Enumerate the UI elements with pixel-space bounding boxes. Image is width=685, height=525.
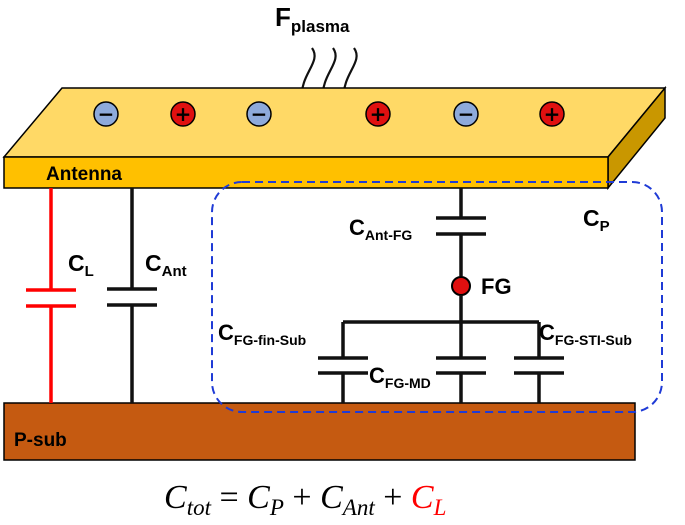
- fin-sub-label: CFG-fin-Sub: [218, 320, 306, 348]
- antenna-charges: − + − + − +: [93, 101, 565, 127]
- fin-sub-capacitor: [318, 322, 368, 403]
- cant-fg-label: CAnt-FG: [349, 215, 412, 243]
- eq-lhs-sub: tot: [187, 495, 212, 520]
- eq-term1-base: C: [247, 479, 270, 516]
- antenna-label: Antenna: [46, 164, 122, 185]
- svg-text:+: +: [175, 102, 192, 126]
- eq-term2-sub: Ant: [341, 495, 376, 520]
- cp-region: [211, 181, 663, 413]
- fg-node-icon: [451, 276, 471, 296]
- sti-sub-capacitor: [514, 322, 564, 403]
- svg-text:−: −: [458, 102, 475, 126]
- positive-charge-icon: +: [539, 101, 565, 127]
- plasma-flux-base: F: [275, 2, 291, 32]
- total-capacitance-equation: Ctot = CP + CAnt + CL: [164, 479, 446, 520]
- negative-charge-icon: −: [453, 101, 479, 127]
- cp-label: CP: [583, 205, 610, 235]
- md-capacitor: [436, 322, 486, 403]
- plasma-flux-sub: plasma: [291, 17, 350, 36]
- cant-fg-capacitor: [436, 188, 486, 276]
- eq-term1-sub: P: [269, 495, 284, 520]
- negative-charge-icon: −: [93, 101, 119, 127]
- eq-equals: =: [211, 479, 247, 516]
- plasma-flux-label: Fplasma: [275, 2, 350, 36]
- sti-sub-label: CFG-STI-Sub: [539, 320, 632, 348]
- eq-plus2: +: [375, 479, 411, 516]
- eq-plus1: +: [284, 479, 320, 516]
- fg-branch-wires: [343, 295, 539, 324]
- svg-text:+: +: [544, 102, 561, 126]
- eq-term3-base: C: [411, 479, 434, 516]
- positive-charge-icon: +: [365, 101, 391, 127]
- svg-text:−: −: [251, 102, 268, 126]
- substrate-label: P-sub: [14, 430, 67, 451]
- md-label: CFG-MD: [369, 363, 431, 391]
- eq-lhs-base: C: [164, 479, 187, 516]
- negative-charge-icon: −: [246, 101, 272, 127]
- cant-label: CAnt: [145, 250, 187, 280]
- cl-capacitor: [26, 188, 76, 403]
- cant-capacitor: [107, 188, 157, 403]
- fg-node-label: FG: [481, 274, 512, 299]
- eq-term3-sub: L: [433, 495, 447, 520]
- svg-text:−: −: [98, 102, 115, 126]
- eq-term2-base: C: [320, 479, 343, 516]
- cl-label: CL: [68, 250, 94, 280]
- svg-text:+: +: [370, 102, 387, 126]
- positive-charge-icon: +: [170, 101, 196, 127]
